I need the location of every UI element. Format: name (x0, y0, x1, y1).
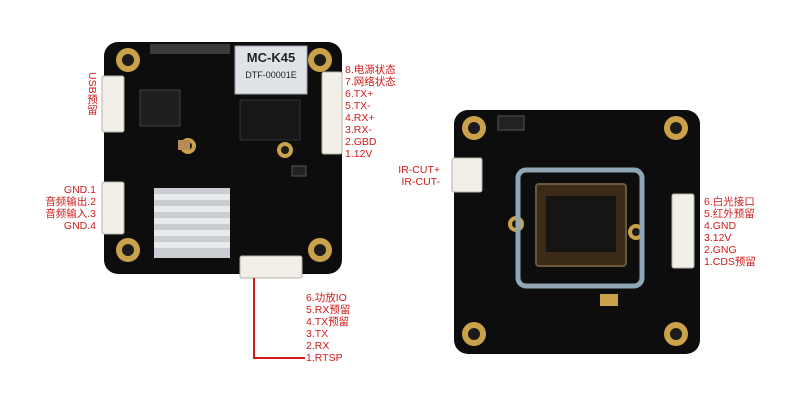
audio-connector (101, 181, 125, 235)
pin-label: 3.TX (306, 328, 329, 340)
chip-label-sub: DTF-00001E (245, 70, 297, 80)
mount-hole (308, 48, 332, 72)
pin-label: 5.TX- (345, 100, 371, 112)
usb-label: USB预留 (86, 72, 98, 115)
left-board-bottom-pins: 6.功放IO 5.RX预留 4.TX预留 3.TX 2.RX 1.RTSP (306, 292, 350, 364)
pin-label: 4.RX+ (345, 112, 375, 124)
pin-label: 5.红外预留 (704, 208, 755, 220)
ircut-pins: IR-CUT+ IR-CUT- (388, 164, 440, 188)
ircut-connector (451, 157, 483, 193)
left-board (101, 42, 343, 279)
pin-label: 1.12V (345, 148, 373, 160)
pin-label: 8.电源状态 (345, 64, 396, 76)
pin-label: GND.1 (63, 184, 96, 196)
ethernet-connector (321, 71, 343, 155)
pin-label: 1.CDS预留 (704, 256, 756, 268)
left-board-left-pins: GND.1 音频输出.2 音频输入.3 GND.4 (20, 184, 96, 232)
lens-mount (515, 167, 645, 289)
chip-label-main: MC-K45 (246, 50, 296, 65)
lead-line (253, 357, 305, 359)
pin-label: 6.白光接口 (704, 196, 755, 208)
pin-label: 6.功放IO (306, 292, 347, 304)
pin-label: 5.RX预留 (306, 304, 351, 316)
io-connector (239, 255, 303, 279)
pin-label: 2.GBD (345, 136, 377, 148)
mount-hole (116, 48, 140, 72)
pin-label: 3.12V (704, 232, 732, 244)
pin-label: 音频输入.3 (45, 208, 96, 220)
heat-sink (154, 188, 230, 258)
right-board (451, 110, 700, 354)
pin-label: 6.TX+ (345, 88, 374, 100)
pin-label: GND.4 (63, 220, 96, 232)
pin-label: 2.RX (306, 340, 330, 352)
pin-label: 1.RTSP (306, 352, 343, 364)
pin-label: 4.TX预留 (306, 316, 350, 328)
pin-label: 音频输出.2 (45, 196, 96, 208)
mount-hole (308, 238, 332, 262)
mount-hole (116, 238, 140, 262)
led-connector (671, 193, 695, 269)
left-board-right-pins: 8.电源状态 7.网络状态 6.TX+ 5.TX- 4.RX+ 3.RX- 2.… (345, 64, 396, 160)
pin-label: 2.GNG (704, 244, 737, 256)
pin-label: 7.网络状态 (345, 76, 396, 88)
pin-label: 3.RX- (345, 124, 372, 136)
right-board-right-pins: 6.白光接口 5.红外预留 4.GND 3.12V 2.GNG 1.CDS预留 (704, 196, 756, 268)
pin-label: IR-CUT- (401, 176, 441, 188)
pin-label: IR-CUT+ (398, 164, 440, 176)
lead-line (253, 278, 255, 358)
pin-label: 4.GND (704, 220, 737, 232)
usb-connector (101, 75, 125, 133)
